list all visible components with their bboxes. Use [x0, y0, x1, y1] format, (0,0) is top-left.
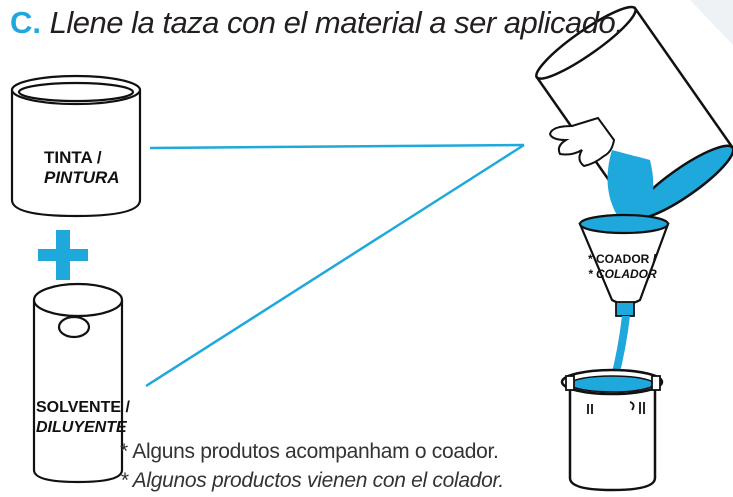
- paint-label-line1: TINTA /: [44, 148, 102, 167]
- spray-cup-icon: [560, 368, 664, 492]
- plus-icon: [38, 230, 88, 280]
- strainer-label: * COADOR / * COLADOR: [588, 252, 657, 282]
- note-portuguese: * Alguns produtos acompanham o coador.: [120, 440, 499, 463]
- note-spanish: * Algunos productos vienen con el colado…: [120, 469, 504, 492]
- strainer-cone-icon: [578, 213, 670, 317]
- paint-stream-bottom: [610, 316, 630, 380]
- strainer-label-line1: * COADOR /: [588, 252, 657, 266]
- solvent-can-icon: [32, 282, 124, 484]
- connector-solvent-line: [145, 143, 525, 388]
- paint-label-line2: PINTURA: [44, 168, 120, 187]
- connector-paint-line: [149, 143, 525, 150]
- paint-can-icon: [10, 74, 142, 218]
- paint-label: TINTA / PINTURA: [44, 148, 120, 188]
- step-heading: C. Llene la taza con el material a ser a…: [10, 4, 624, 42]
- step-letter: C.: [10, 5, 41, 40]
- strainer-label-line2: * COLADOR: [588, 267, 657, 281]
- solvent-label: SOLVENTE / DILUYENTE: [36, 398, 130, 438]
- solvent-label-line2: DILUYENTE: [36, 419, 127, 436]
- paint-stream-top: [607, 150, 654, 228]
- hand-icon: [548, 116, 616, 168]
- pouring-can-icon: [535, 0, 733, 220]
- step-instruction: Llene la taza con el material a ser apli…: [49, 5, 624, 40]
- solvent-label-line1: SOLVENTE /: [36, 399, 130, 416]
